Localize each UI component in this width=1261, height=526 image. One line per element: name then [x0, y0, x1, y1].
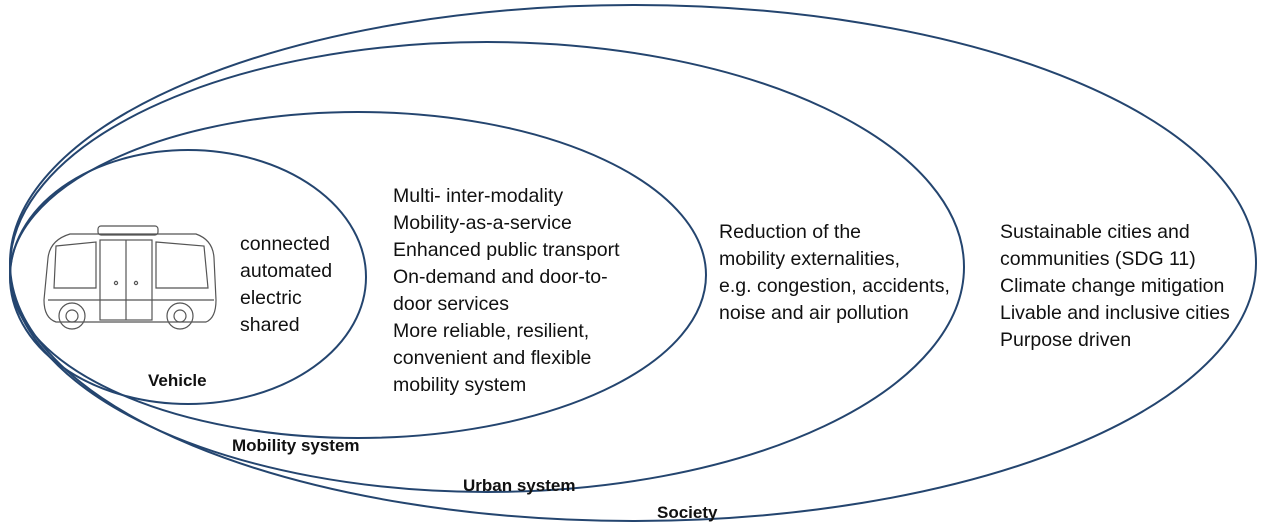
vehicle-ellipse	[9, 149, 367, 405]
vehicle-label: Vehicle	[148, 371, 207, 390]
vehicle-text: connected automated electric shared	[240, 233, 338, 336]
urban-system-text: Reduction of the mobility externalities,…	[719, 221, 955, 324]
mobility-system-label: Mobility system	[232, 436, 360, 455]
autonomous-shuttle-icon	[43, 225, 217, 330]
urban-system-label: Urban system	[463, 476, 575, 495]
mobility-system-text: Multi- inter-modality Mobility-as-a-serv…	[393, 185, 625, 396]
society-text: Sustainable cities and communities (SDG …	[1000, 221, 1235, 351]
society-label: Society	[657, 503, 718, 522]
